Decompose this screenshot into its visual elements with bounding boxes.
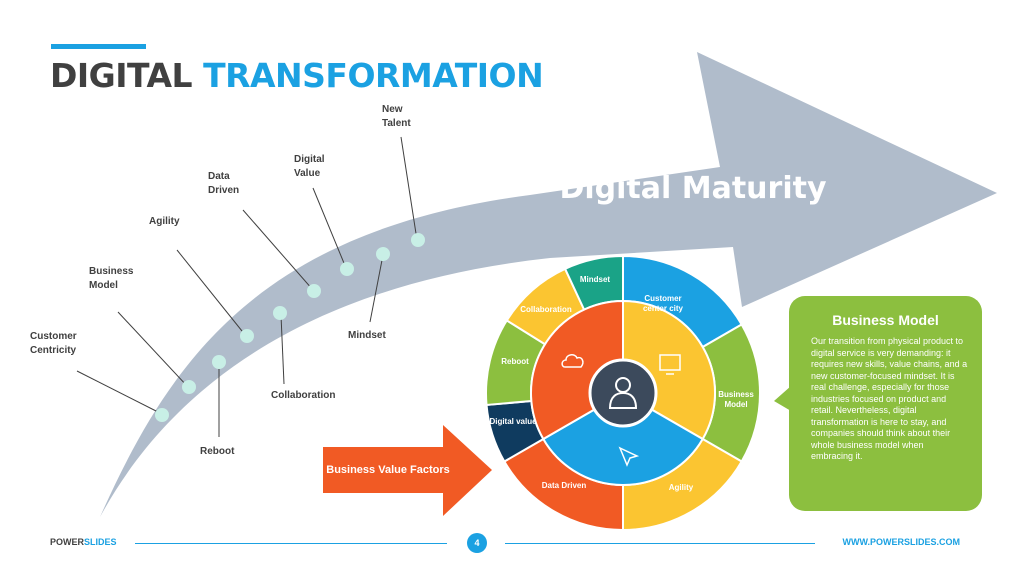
footer-url: WWW.POWERSLIDES.COM	[842, 537, 961, 547]
milestone-dot	[240, 329, 254, 343]
wheel-label-collaboration: Collaboration	[520, 305, 572, 314]
milestone-dot	[340, 262, 354, 276]
leader-line	[280, 314, 285, 385]
page-number-badge: 4	[467, 533, 487, 553]
milestone-label-agility: Agility	[149, 216, 180, 227]
digital-maturity-arrow	[100, 52, 997, 517]
milestone-label-mindset: Mindset	[348, 330, 386, 341]
info-box-body: Our transition from physical product to …	[811, 336, 968, 461]
wheel-label-reboot: Reboot	[501, 357, 529, 366]
title-accent-bar	[51, 44, 146, 49]
milestone-dot	[182, 380, 196, 394]
title-part-transformation: TRANSFORMATION	[203, 56, 544, 95]
info-box: Business Model Our transition from physi…	[789, 296, 982, 511]
milestone-dot	[212, 355, 226, 369]
wheel-label-data-driven: Data Driven	[542, 481, 587, 490]
title-part-digital: DIGITAL	[50, 56, 193, 95]
business-value-factors-label: Business Value Factors	[326, 464, 450, 476]
leader-line	[117, 311, 189, 388]
leader-line	[369, 254, 384, 323]
wheel-inner-cursor	[541, 391, 705, 486]
wheel-label-mindset: Mindset	[580, 275, 611, 284]
user-icon	[608, 377, 638, 409]
milestone-dot	[155, 408, 169, 422]
leader-lines	[76, 136, 418, 437]
footer-brand: POWERSLIDES	[50, 537, 117, 547]
wheel-label-agility: Agility	[669, 483, 694, 492]
business-value-factors-arrow	[323, 425, 492, 516]
cursor-icon	[618, 446, 640, 467]
cloud-icon	[561, 354, 584, 368]
leader-line	[176, 249, 247, 337]
footer-brand-power: POWER	[50, 537, 85, 547]
leader-line	[400, 136, 418, 241]
milestone-label-collaboration: Collaboration	[271, 390, 335, 401]
footer-divider-left	[135, 543, 447, 544]
page-title: DIGITAL TRANSFORMATION	[50, 56, 544, 95]
wheel-label-digital-value: Digital value	[489, 417, 537, 426]
milestone-label-reboot: Reboot	[200, 446, 235, 457]
milestone-dot	[307, 284, 321, 298]
monitor-icon	[659, 354, 681, 375]
footer-divider-right	[505, 543, 815, 544]
milestone-dot	[273, 306, 287, 320]
milestone-dot	[376, 247, 390, 261]
leader-line	[76, 370, 161, 414]
leader-line	[242, 209, 314, 291]
milestone-dot	[411, 233, 425, 247]
info-box-pointer	[774, 386, 791, 411]
footer-brand-slides: SLIDES	[84, 537, 117, 547]
digital-maturity-label: Digital Maturity	[559, 171, 826, 206]
milestone-dots	[155, 233, 425, 422]
leader-line	[312, 187, 347, 269]
info-box-title: Business Model	[832, 312, 939, 328]
